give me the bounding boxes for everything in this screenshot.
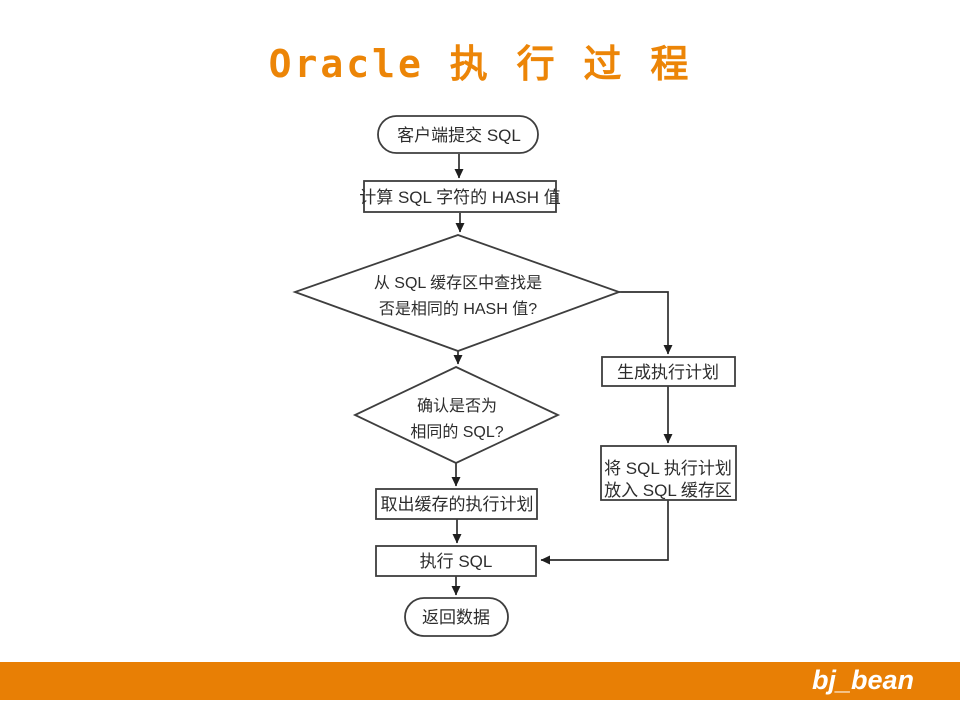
node-hash: 计算 SQL 字符的 HASH 值 [359,180,561,213]
process-shape [375,488,538,520]
flow-edges [451,154,673,596]
node-find-hash-line1: 从 SQL 缓存区中查找是 [374,274,542,292]
watermark-text: bj_bean [811,665,914,695]
node-exec-sql-label: 执行 SQL [420,552,493,571]
terminator-shape [377,115,539,154]
process-shape [363,180,557,213]
node-fetch-plan-label: 取出缓存的执行计划 [381,495,534,514]
node-gen-plan-label: 生成执行计划 [617,363,719,382]
node-store-plan-line1: 将 SQL 执行计划 [604,459,732,478]
process-shape [601,356,736,387]
node-confirm-sql: 确认是否为 相同的 SQL? [352,366,561,464]
node-start-label: 客户端提交 SQL [397,126,521,145]
node-exec-sql: 执行 SQL [375,545,537,577]
node-return-data-label: 返回数据 [422,608,490,627]
node-store-plan-line2: 放入 SQL 缓存区 [604,481,732,500]
decision-shape [292,234,622,352]
page-title: Oracle 执 行 过 程 [268,42,692,86]
terminator-shape [404,597,509,637]
node-confirm-sql-line1: 确认是否为 [417,397,497,415]
node-gen-plan: 生成执行计划 [601,356,736,387]
node-store-plan: 将 SQL 执行计划 放入 SQL 缓存区 [600,445,737,501]
node-return-data: 返回数据 [404,597,509,637]
process-shape [600,445,737,501]
node-hash-label: 计算 SQL 字符的 HASH 值 [359,188,561,207]
edge-storeplan-to-execsql [540,500,669,565]
process-shape [375,545,537,577]
node-fetch-plan: 取出缓存的执行计划 [375,488,538,520]
edge-findhash-to-genplan [619,291,673,355]
footer-bar: bj_bean [0,662,960,700]
decision-shape [352,366,561,464]
node-find-hash-line2: 否是相同的 HASH 值? [379,300,537,318]
node-find-hash: 从 SQL 缓存区中查找是 否是相同的 HASH 值? [292,234,622,352]
node-confirm-sql-line2: 相同的 SQL? [410,423,503,441]
node-start: 客户端提交 SQL [377,115,539,154]
